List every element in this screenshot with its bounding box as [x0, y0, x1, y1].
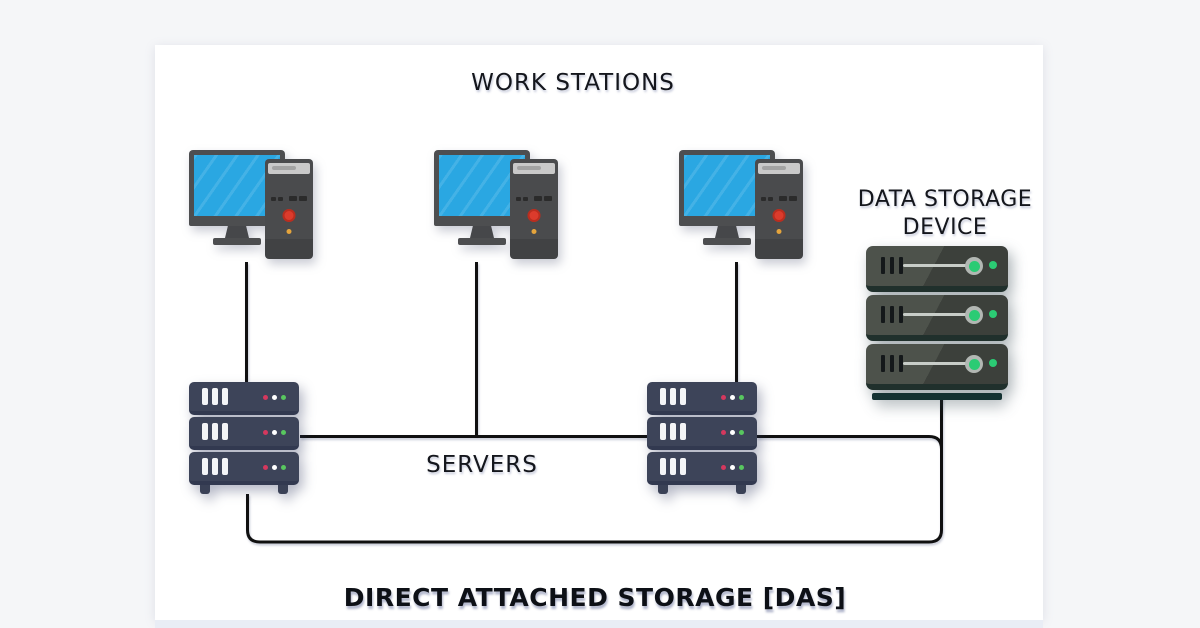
power-button-icon: [282, 209, 296, 222]
monitor-stand-base: [213, 238, 261, 245]
wire-server-storage: [757, 435, 943, 450]
workstation-1: [189, 150, 313, 264]
drive-rail-icon: [903, 362, 973, 365]
data-storage-device-label: DATA STORAGE DEVICE: [843, 186, 1047, 242]
diagram-title: DIRECT ATTACHED STORAGE [DAS]: [343, 583, 847, 612]
tower-led-icon: [286, 229, 292, 234]
computer-tower-icon: [510, 159, 558, 259]
tower-vents-icon: [516, 196, 552, 201]
drive-knob-icon: [965, 355, 983, 373]
power-led-icon: [989, 359, 997, 367]
vent-bars-icon: [881, 355, 903, 372]
tower-led-icon: [776, 229, 782, 234]
status-leds-icon: [721, 430, 744, 435]
drive-slots-icon: [660, 458, 686, 475]
monitor-stand: [225, 226, 249, 238]
tower-drive-bay: [513, 163, 555, 174]
vent-bars-icon: [881, 257, 903, 274]
server-stack-right: [647, 382, 757, 494]
tower-drive-bay: [758, 163, 800, 174]
computer-tower-icon: [265, 159, 313, 259]
drive-slots-icon: [202, 458, 228, 475]
power-led-icon: [989, 310, 997, 318]
status-leds-icon: [263, 395, 286, 400]
status-leds-icon: [721, 465, 744, 470]
servers-label: SERVERS: [426, 452, 538, 478]
server-foot: [658, 485, 668, 494]
tower-led-icon: [531, 229, 537, 234]
drive-rail-icon: [903, 264, 973, 267]
server-stack-left: [189, 382, 299, 494]
monitor-stand-base: [458, 238, 506, 245]
drive-slots-icon: [202, 423, 228, 440]
data-storage-label-line2: DEVICE: [902, 215, 988, 240]
server-unit: [189, 382, 299, 415]
workstation-3: [679, 150, 803, 264]
storage-unit: [866, 295, 1008, 341]
server-foot: [278, 485, 288, 494]
server-unit: [647, 382, 757, 415]
status-leds-icon: [263, 430, 286, 435]
power-button-icon: [527, 209, 541, 222]
monitor-stand-base: [703, 238, 751, 245]
status-leds-icon: [721, 395, 744, 400]
power-led-icon: [989, 261, 997, 269]
data-storage-device: [866, 246, 1008, 400]
vent-bars-icon: [881, 306, 903, 323]
workstation-2: [434, 150, 558, 264]
drive-knob-icon: [965, 306, 983, 324]
card-bottom-strip: [155, 620, 1043, 628]
server-unit: [647, 417, 757, 450]
tower-drive-bay: [268, 163, 310, 174]
drive-rail-icon: [903, 313, 973, 316]
storage-unit: [866, 344, 1008, 390]
drive-slots-icon: [202, 388, 228, 405]
storage-pedestal: [872, 393, 1002, 400]
storage-unit: [866, 246, 1008, 292]
workstations-title: WORK STATIONS: [471, 70, 675, 96]
data-storage-label-line1: DATA STORAGE: [857, 187, 1033, 212]
tower-vents-icon: [271, 196, 307, 201]
server-foot: [736, 485, 746, 494]
server-unit: [647, 452, 757, 485]
monitor-stand: [715, 226, 739, 238]
server-foot: [200, 485, 210, 494]
server-unit: [189, 452, 299, 485]
drive-slots-icon: [660, 423, 686, 440]
drive-knob-icon: [965, 257, 983, 275]
status-leds-icon: [263, 465, 286, 470]
server-unit: [189, 417, 299, 450]
monitor-stand: [470, 226, 494, 238]
tower-vents-icon: [761, 196, 797, 201]
drive-slots-icon: [660, 388, 686, 405]
power-button-icon: [772, 209, 786, 222]
wire-storage-loop: [246, 397, 943, 544]
computer-tower-icon: [755, 159, 803, 259]
